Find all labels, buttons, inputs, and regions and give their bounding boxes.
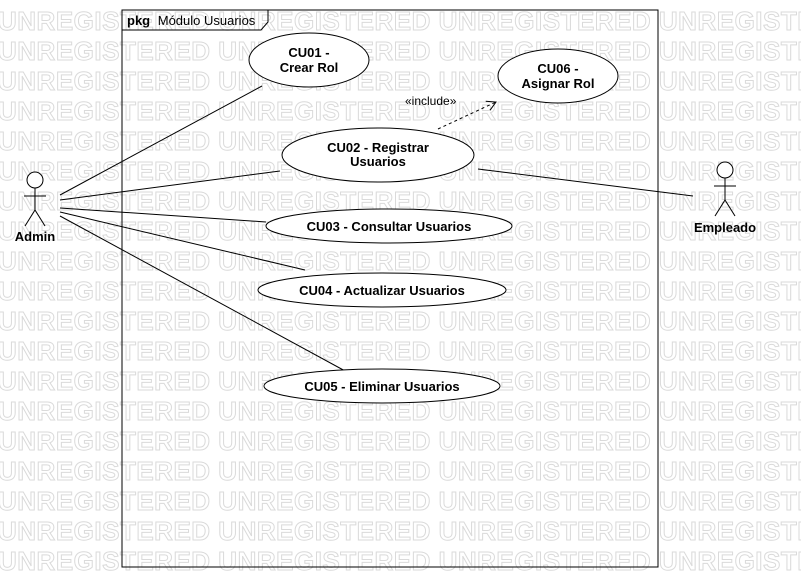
association-admin-cu01 xyxy=(59,85,263,196)
use-case-ellipse xyxy=(263,368,501,404)
include-arrow xyxy=(437,100,497,130)
actor-name: Admin xyxy=(15,229,56,244)
association-admin-cu02 xyxy=(59,170,281,201)
use-case-label: CU05 - Eliminar Usuarios xyxy=(304,379,459,394)
use-case-label: Crear Rol xyxy=(280,60,339,75)
association-admin-cu04 xyxy=(59,211,306,271)
use-case-label: CU04 - Actualizar Usuarios xyxy=(299,283,465,298)
use-case-cu03[interactable]: CU03 - Consultar Usuarios xyxy=(265,208,513,244)
package-frame: pkg Módulo Usuarios xyxy=(121,9,659,568)
use-case-ellipse xyxy=(248,32,370,88)
use-case-ellipse xyxy=(257,272,507,308)
use-case-cu05[interactable]: CU05 - Eliminar Usuarios xyxy=(263,368,501,404)
actor-empleado[interactable]: Empleado xyxy=(694,161,756,235)
package-title: pkg Módulo Usuarios xyxy=(127,13,256,28)
use-case-ellipse xyxy=(281,127,475,183)
include-dependency: «include» xyxy=(405,94,497,130)
association-admin-cu05 xyxy=(59,215,348,373)
actor-stick-figure-icon xyxy=(24,171,46,227)
use-case-ellipse xyxy=(265,208,513,244)
use-case-label: Asignar Rol xyxy=(522,76,595,91)
associations xyxy=(59,85,694,373)
actor-stick-figure-icon xyxy=(714,161,736,217)
use-case-cu06[interactable]: CU06 - Asignar Rol xyxy=(497,48,619,104)
use-case-label: CU03 - Consultar Usuarios xyxy=(307,219,472,234)
use-case-label: CU01 - xyxy=(288,45,329,60)
use-case-label: Usuarios xyxy=(350,154,406,169)
use-case-ellipse xyxy=(497,48,619,104)
use-case-cu01[interactable]: CU01 - Crear Rol xyxy=(248,32,370,88)
use-case-label: CU06 - xyxy=(537,61,578,76)
include-label: «include» xyxy=(405,94,457,108)
package-name-tab xyxy=(122,10,269,31)
actor-admin[interactable]: Admin xyxy=(15,171,56,244)
package-name: Módulo Usuarios xyxy=(158,13,256,28)
package-keyword: pkg xyxy=(127,13,150,28)
use-case-label: CU02 - Registrar xyxy=(327,140,429,155)
association-empleado-cu02 xyxy=(477,168,694,197)
association-admin-cu03 xyxy=(59,207,267,223)
use-case-cu04[interactable]: CU04 - Actualizar Usuarios xyxy=(257,272,507,308)
actor-name: Empleado xyxy=(694,220,756,235)
use-case-cu02[interactable]: CU02 - Registrar Usuarios xyxy=(281,127,475,183)
